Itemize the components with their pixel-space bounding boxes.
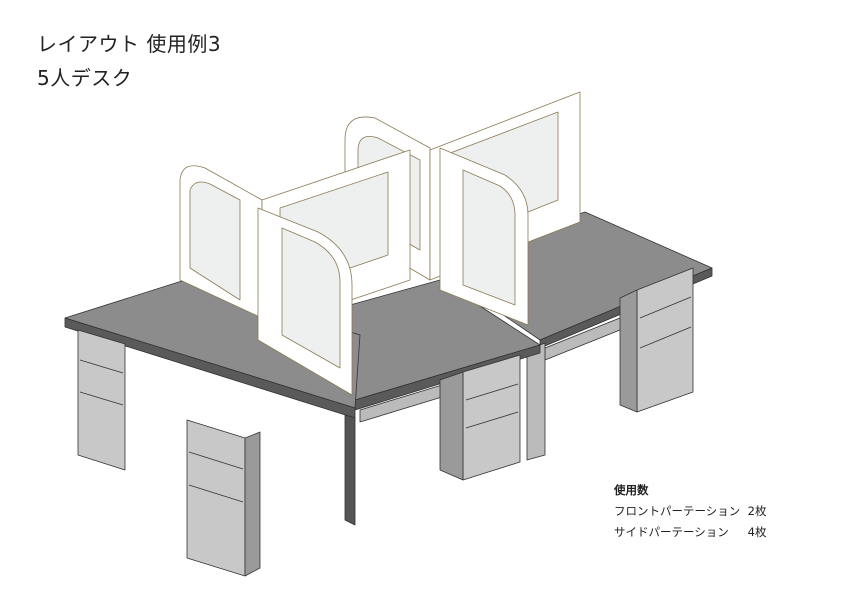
pedestal <box>77 329 126 471</box>
usage-summary: 使用数 フロントパーテーション 2枚 サイドパーテーション 4枚 <box>614 480 766 543</box>
usage-item-name: サイドパーテーション <box>614 525 729 539</box>
usage-item-name: フロントパーテーション <box>614 504 741 518</box>
usage-item: サイドパーテーション 4枚 <box>614 522 766 543</box>
pedestal <box>462 354 521 481</box>
usage-item-count: 4枚 <box>747 525 767 539</box>
page-title: レイアウト 使用例3 <box>37 32 222 56</box>
usage-heading: 使用数 <box>614 483 649 497</box>
page-subtitle: 5人デスク <box>37 66 133 90</box>
partitions <box>179 91 581 396</box>
pedestal <box>186 419 246 577</box>
usage-item: フロントパーテーション 2枚 <box>614 501 766 522</box>
pedestal <box>636 267 694 413</box>
usage-item-count: 2枚 <box>747 504 767 518</box>
